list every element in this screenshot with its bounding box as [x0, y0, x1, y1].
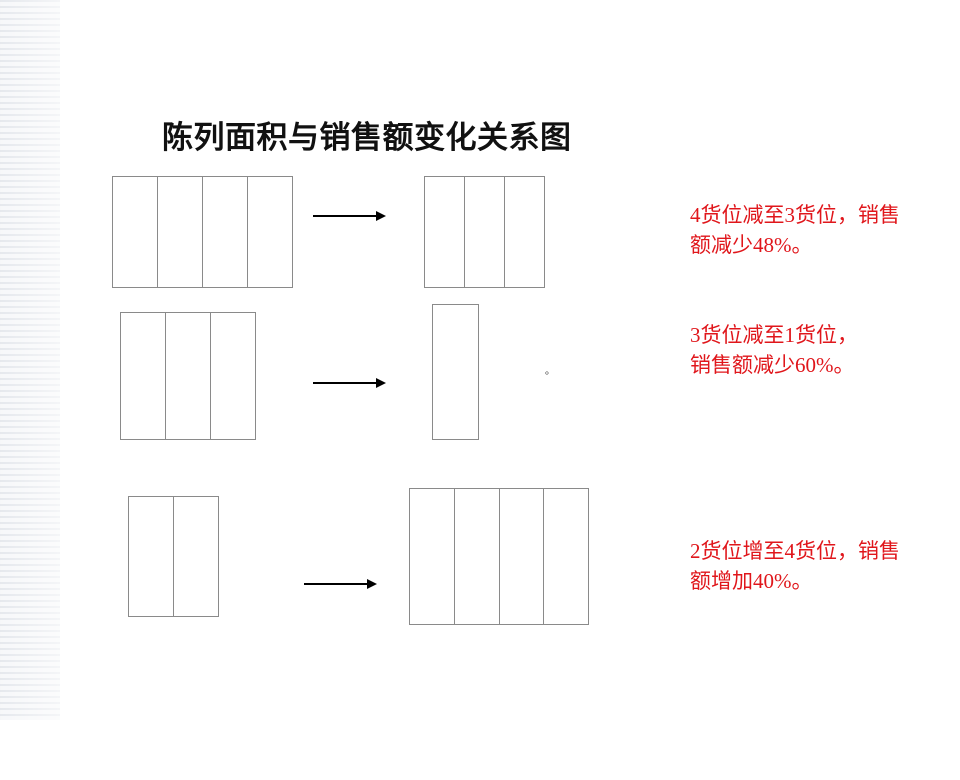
- note-text-part: 2: [690, 539, 701, 563]
- note-text-part: 货位减至: [700, 323, 785, 347]
- note-text-part: 3: [784, 203, 796, 227]
- rack-before-row-1: [112, 176, 293, 288]
- rack-after-row-1: [424, 176, 545, 288]
- shelf-slot: [410, 489, 455, 624]
- shelf-slot: [465, 177, 505, 287]
- shelf-slot: [433, 305, 478, 439]
- note-text-part: 货位增至: [700, 539, 785, 563]
- shelf-slot: [544, 489, 588, 624]
- rack-after-row-3: [409, 488, 589, 625]
- note-text-part: 。: [791, 569, 813, 593]
- shelf-slot: [248, 177, 292, 287]
- note-text-part: 4: [784, 539, 796, 563]
- rack-after-row-2: [432, 304, 479, 440]
- note-text-part: 货位，销售额增加: [690, 539, 900, 593]
- note-row-3: 2货位增至4货位，销售额增加40%。: [690, 536, 910, 596]
- note-text-part: 4: [690, 203, 701, 227]
- shelf-slot: [113, 177, 158, 287]
- shelf-slot: [455, 489, 500, 624]
- rack-before-row-3: [128, 496, 219, 617]
- note-text-part: 货位减至: [700, 203, 785, 227]
- shelf-slot: [505, 177, 544, 287]
- note-row-1: 4货位减至3货位，销售额减少48%。: [690, 200, 910, 260]
- note-text-part: 48%: [753, 233, 792, 257]
- stray-mark: 。: [545, 366, 555, 377]
- shelf-slot: [500, 489, 545, 624]
- note-text-part: 。: [791, 233, 813, 257]
- note-text-part: 40%: [753, 569, 792, 593]
- note-text-part: 60%: [795, 353, 834, 377]
- note-text-part: 。: [833, 353, 855, 377]
- shelf-slot: [166, 313, 211, 439]
- shelf-slot: [203, 177, 248, 287]
- note-text-part: 货位，销售额减少: [690, 203, 900, 257]
- shelf-slot: [121, 313, 166, 439]
- shelf-slot: [174, 497, 218, 616]
- shelf-slot: [425, 177, 465, 287]
- shelf-slot: [129, 497, 174, 616]
- note-row-2: 3货位减至1货位，销售额减少60%。: [690, 320, 862, 380]
- page-title: 陈列面积与销售额变化关系图: [162, 120, 572, 156]
- note-text-part: 1: [784, 323, 796, 347]
- arrow-row-2: [313, 378, 386, 388]
- note-text-part: 3: [690, 323, 701, 347]
- arrow-row-3: [304, 579, 377, 589]
- shelf-slot: [158, 177, 203, 287]
- note-text-part: 货位，销售额减少: [690, 323, 858, 377]
- rack-before-row-2: [120, 312, 256, 440]
- arrow-row-1: [313, 211, 386, 221]
- shelf-slot: [211, 313, 255, 439]
